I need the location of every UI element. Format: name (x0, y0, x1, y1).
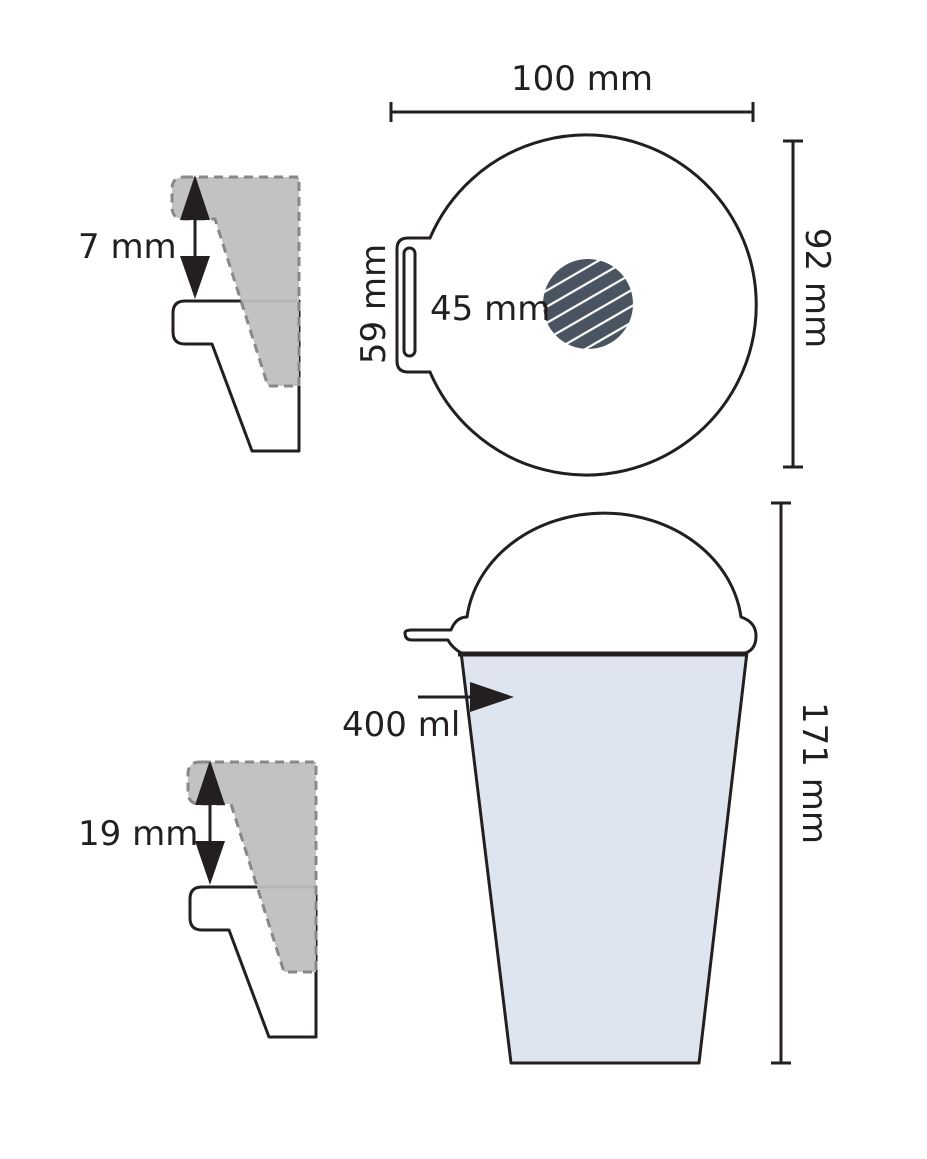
tab-length-label: 59 mm (354, 244, 394, 364)
depth-dimension-line (783, 139, 803, 469)
lid-top-outline (395, 133, 758, 477)
width-dimension-line (389, 102, 755, 122)
cup-body (459, 650, 749, 1065)
side-view: 400 ml 171 mm (342, 501, 834, 1065)
lid-detail-small-arrow-up (180, 175, 210, 220)
width-label: 100 mm (511, 59, 653, 99)
top-view: 100 mm 45 mm 59 mm 92 mm (354, 59, 837, 477)
straw-hole (543, 259, 633, 349)
volume-label: 400 ml (342, 705, 460, 745)
lid-detail-large-arrow-up (195, 760, 225, 805)
lid-detail-small: 7 mm (78, 175, 301, 453)
height-label: 171 mm (794, 702, 834, 844)
straw-hole-label: 45 mm (430, 289, 550, 329)
lid-detail-small-label: 7 mm (78, 227, 177, 267)
volume-arrow (418, 682, 514, 712)
lid-detail-small-arrow-down (180, 256, 210, 299)
depth-label: 92 mm (797, 228, 837, 348)
height-dimension-line (771, 501, 791, 1065)
lid-tab-slot (402, 246, 417, 358)
lid-detail-large-arrow-down (195, 841, 225, 885)
lid-detail-large-label: 19 mm (78, 814, 198, 854)
lid-detail-large: 19 mm (78, 760, 318, 1039)
dome-lid (403, 511, 758, 656)
